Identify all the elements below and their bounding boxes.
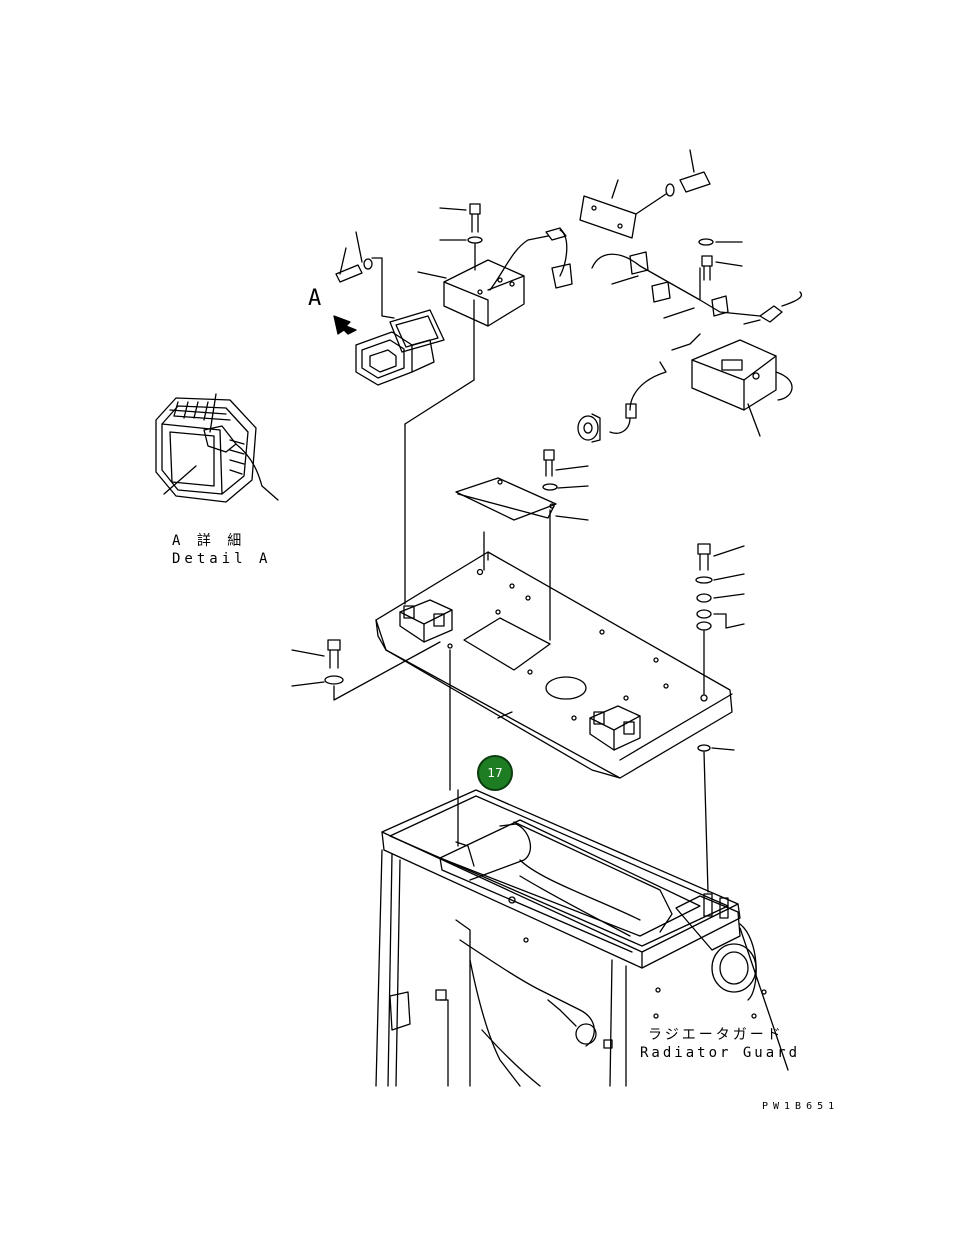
work-lamp-assembly — [333, 231, 445, 386]
detail-a-title-jp: A 詳 細 — [172, 533, 246, 549]
detail-a-title-en: Detail A — [172, 551, 272, 567]
detail-a-lamp — [155, 393, 279, 503]
wiring-harness — [489, 149, 803, 325]
drawing-code: PW1B651 — [762, 1101, 840, 1112]
callout-17[interactable]: 17 — [477, 755, 513, 791]
small-cover-plate — [455, 449, 589, 641]
radiator-guard-frame — [375, 789, 789, 1087]
horn-and-switch-box — [577, 333, 793, 443]
view-a-label: A — [308, 286, 322, 311]
radiator-guard-label-en: Radiator Guard — [640, 1045, 801, 1061]
floor-plate — [291, 543, 745, 893]
radiator-guard-label-jp: ラジエータガード — [648, 1027, 784, 1043]
lamp-bracket — [404, 203, 525, 605]
